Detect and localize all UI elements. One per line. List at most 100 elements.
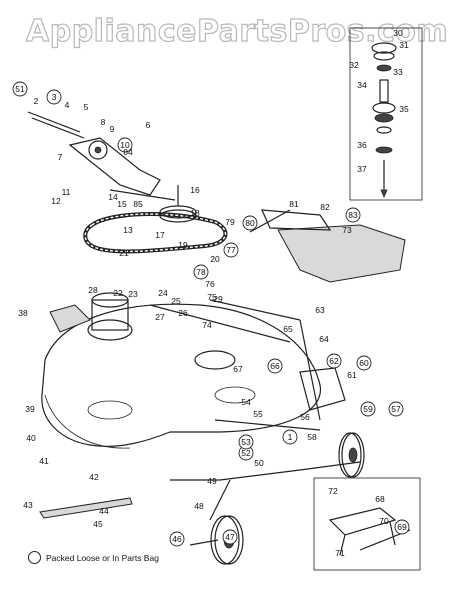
- mower-deck-housing: [41, 292, 322, 449]
- callout-1: 1: [288, 432, 293, 442]
- callout-circle-10: [117, 137, 133, 153]
- callout-78: 78: [196, 267, 206, 277]
- callout-76: 76: [205, 279, 215, 289]
- callout-23: 23: [128, 289, 138, 299]
- callout-82: 82: [320, 202, 330, 212]
- callout-39: 39: [25, 404, 35, 414]
- callout-55: 55: [253, 409, 263, 419]
- callout-85: 85: [133, 199, 143, 209]
- callout-circle-47: [222, 529, 238, 545]
- callout-53: 53: [241, 437, 251, 447]
- callout-34: 34: [357, 80, 367, 90]
- callout-43: 43: [23, 500, 33, 510]
- callout-5: 5: [84, 102, 89, 112]
- callout-28: 28: [88, 285, 98, 295]
- callout-63: 63: [315, 305, 325, 315]
- callout-84: 84: [123, 147, 133, 157]
- callout-26: 26: [178, 308, 188, 318]
- callout-16: 16: [190, 185, 200, 195]
- callout-32: 32: [349, 60, 359, 70]
- idler-bracket: [27, 111, 176, 201]
- callout-4: 4: [65, 100, 70, 110]
- callout-54: 54: [241, 397, 251, 407]
- callout-69: 69: [397, 522, 407, 532]
- callout-71: 71: [335, 548, 345, 558]
- callout-circle-60: [356, 355, 372, 371]
- callout-75: 75: [207, 292, 217, 302]
- callout-79: 79: [225, 217, 235, 227]
- callout-19: 19: [178, 240, 188, 250]
- center-pulley: [159, 185, 197, 223]
- callout-circle-66: [267, 358, 283, 374]
- callout-31: 31: [399, 40, 409, 50]
- callout-circle-3: [46, 89, 62, 105]
- callout-81: 81: [289, 199, 299, 209]
- callout-45: 45: [93, 519, 103, 529]
- callout-33: 33: [393, 67, 403, 77]
- callout-42: 42: [89, 472, 99, 482]
- front-wheel: [338, 432, 365, 478]
- callout-11: 11: [62, 187, 71, 197]
- callout-67: 67: [233, 364, 243, 374]
- callout-68: 68: [375, 494, 385, 504]
- legend-text: Packed Loose or In Parts Bag: [46, 552, 159, 563]
- callout-60: 60: [359, 358, 369, 368]
- callout-83: 83: [348, 210, 358, 220]
- callout-44: 44: [99, 506, 109, 516]
- callout-77: 77: [226, 245, 236, 255]
- lift-linkage: [149, 299, 361, 521]
- drive-belt: [83, 212, 228, 254]
- callout-48: 48: [194, 501, 204, 511]
- callout-circle-80: [242, 215, 258, 231]
- callout-30: 30: [393, 28, 403, 38]
- callout-38: 38: [18, 308, 28, 318]
- callout-52: 52: [241, 448, 251, 458]
- callout-62: 62: [329, 356, 339, 366]
- callout-66: 66: [270, 361, 280, 371]
- callout-74: 74: [202, 320, 212, 330]
- callout-10: 10: [120, 140, 130, 150]
- callout-12: 12: [51, 196, 61, 206]
- callout-58: 58: [307, 432, 317, 442]
- callout-46: 46: [172, 534, 182, 544]
- callout-circle-46: [169, 531, 185, 547]
- legend-circle-icon: [28, 551, 41, 564]
- legend: Packed Loose or In Parts Bag: [28, 551, 159, 564]
- callout-24: 24: [158, 288, 168, 298]
- callout-18: 18: [190, 208, 200, 218]
- callout-70: 70: [379, 516, 389, 526]
- callout-27: 27: [155, 312, 165, 322]
- callout-20: 20: [210, 254, 220, 264]
- callout-15: 15: [117, 199, 127, 209]
- callout-circle-83: [345, 207, 361, 223]
- callout-7: 7: [58, 152, 63, 162]
- callout-80: 80: [245, 218, 255, 228]
- callout-56: 56: [300, 412, 310, 422]
- callout-59: 59: [363, 404, 373, 414]
- callout-61: 61: [347, 370, 357, 380]
- callout-17: 17: [155, 230, 165, 240]
- callout-14: 14: [108, 192, 118, 202]
- spindle-inset: [349, 27, 423, 201]
- callout-40: 40: [26, 433, 36, 443]
- callout-circle-69: [394, 519, 410, 535]
- blade: [39, 497, 133, 519]
- callout-25: 25: [171, 296, 181, 306]
- callout-13: 13: [123, 225, 133, 235]
- callout-circle-51: [12, 81, 28, 97]
- callout-circle-62: [326, 353, 342, 369]
- callout-22: 22: [113, 288, 123, 298]
- callout-64: 64: [319, 334, 329, 344]
- callout-3: 3: [52, 92, 57, 102]
- callout-72: 72: [328, 486, 338, 496]
- callout-73: 73: [342, 225, 352, 235]
- callout-8: 8: [101, 117, 106, 127]
- callout-9: 9: [110, 124, 115, 134]
- callout-circle-59: [360, 401, 376, 417]
- callout-35: 35: [399, 104, 409, 114]
- callout-50: 50: [254, 458, 264, 468]
- callout-21: 21: [119, 248, 129, 258]
